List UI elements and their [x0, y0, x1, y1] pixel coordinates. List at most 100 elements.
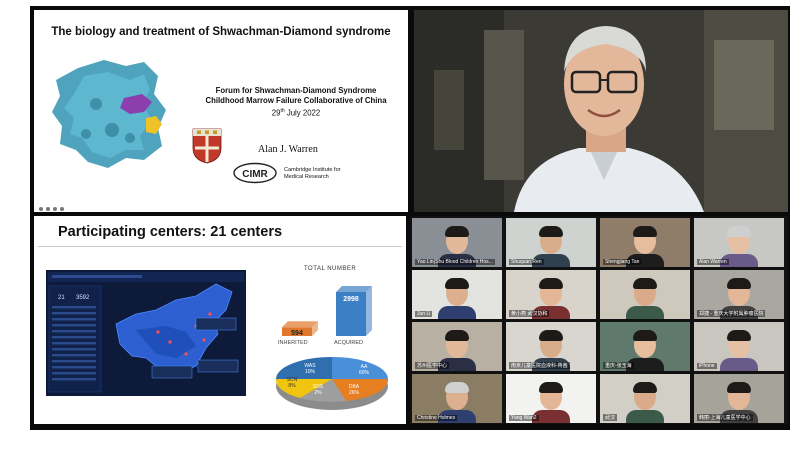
- participant-tile[interactable]: 重庆-张玉海: [600, 322, 690, 371]
- title-divider: [38, 246, 402, 247]
- participant-name: Yao Lin(Shu Blood Children Hos...: [415, 259, 495, 265]
- shared-slide-title: The biology and treatment of Shwachman-D…: [34, 10, 408, 212]
- participant-body: [438, 254, 476, 267]
- pie-slice-was: [276, 357, 332, 379]
- bar-top-1: [336, 286, 372, 292]
- bar-side-0: [312, 321, 318, 336]
- participant-body: [626, 358, 664, 371]
- participant-hair: [633, 382, 657, 393]
- participant-body: [720, 358, 758, 371]
- date-suffix: th: [280, 108, 285, 114]
- pie-slice-dba: [332, 379, 389, 401]
- participant-name: Christine Holmes: [415, 415, 458, 421]
- participant-hair: [633, 226, 657, 237]
- china-map-dashboard: 21 3592: [46, 270, 246, 396]
- cimr-name-line-2: Medical Research: [284, 174, 329, 180]
- forum-line-1: Forum for Shwachman-Diamond Syndrome: [215, 86, 377, 95]
- participant-tile[interactable]: 苏州医学中心: [412, 322, 502, 371]
- participant-hair: [539, 226, 563, 237]
- active-speaker-video[interactable]: [414, 10, 788, 212]
- participant-tile[interactable]: Yang Wan2: [506, 374, 596, 423]
- participant-body: [626, 254, 664, 267]
- bar-top-0: [282, 321, 318, 328]
- bar-value-label-inherited: 594: [291, 330, 303, 337]
- slide-title: Participating centers: 21 centers: [58, 224, 283, 240]
- participant-name: 苏州医学中心: [415, 362, 450, 369]
- total-number-label: TOTAL NUMBER: [304, 266, 357, 272]
- pie-slice-scn: [275, 379, 332, 398]
- participant-tile[interactable]: iPhone: [694, 322, 784, 371]
- acquired-label: ACQUIRED: [334, 340, 364, 346]
- participant-name: 武汉: [603, 414, 618, 421]
- pie-pct-was: 10%: [305, 369, 316, 375]
- ribosome-structure-image: [52, 60, 166, 168]
- participant-hair: [445, 330, 469, 341]
- pie-label-aa: AA: [361, 364, 368, 370]
- participant-name: 南京儿童医院血液科-蒋茜: [509, 362, 570, 369]
- participant-hair: [727, 278, 751, 289]
- participant-name: 韩丽-上海儿童医学中心: [697, 414, 753, 421]
- diagnosis-pie-chart: AA 60% DBA 26% SDS 2% SCN 8% WAS 10%: [275, 357, 389, 410]
- participant-body: [532, 410, 570, 423]
- participant-tile[interactable]: Christine Holmes: [412, 374, 502, 423]
- participant-tile[interactable]: Yao Lin(Shu Blood Children Hos...: [412, 218, 502, 267]
- participant-tile[interactable]: 南京儿童医院血液科-蒋茜: [506, 322, 596, 371]
- participant-hair: [539, 278, 563, 289]
- forum-date: 29th July 2022: [184, 106, 408, 119]
- inherited-label: INHERITED: [278, 340, 308, 346]
- cimr-logo-text: CIMR: [242, 169, 268, 180]
- participant-tile[interactable]: [600, 270, 690, 319]
- shared-slide-centers: Participating centers: 21 centers 21 359…: [34, 216, 406, 424]
- participant-tile[interactable]: Jun Li: [412, 270, 502, 319]
- participant-name: Shengjiang Tan: [603, 259, 642, 265]
- participant-body: [532, 358, 570, 371]
- participant-tile[interactable]: Alan Warren: [694, 218, 784, 267]
- pie-label-scn: SCN: [287, 377, 298, 383]
- participant-tile[interactable]: 郑捷 - 重庆大学附属肿瘤医院: [694, 270, 784, 319]
- university-crest-icon: [192, 128, 222, 164]
- participant-tile[interactable]: Shuquan Ren: [506, 218, 596, 267]
- bar-side-1: [366, 286, 372, 336]
- participant-body: [720, 410, 758, 423]
- participant-tile[interactable]: Shengjiang Tan: [600, 218, 690, 267]
- slide-control-bar[interactable]: [38, 206, 66, 214]
- participant-body: [720, 306, 758, 319]
- speaker-name: Alan J. Warren: [258, 144, 318, 155]
- participant-hair: [445, 382, 469, 393]
- speaker-video-frame: [414, 10, 788, 212]
- participant-body: [720, 254, 758, 267]
- pie-slice-sds: [300, 379, 346, 402]
- slide-control-icons[interactable]: [38, 206, 66, 212]
- participant-hair: [727, 382, 751, 393]
- participant-hair: [633, 278, 657, 289]
- cimr-name: Cambridge Institute for Medical Research: [284, 167, 384, 181]
- participant-hair: [539, 330, 563, 341]
- pie-pct-scn: 8%: [288, 383, 296, 389]
- date-day: 29: [271, 108, 281, 118]
- participant-name: Jun Li: [415, 311, 433, 317]
- forum-line-2: Childhood Marrow Failure Collaborative o…: [205, 96, 387, 105]
- date-month-year: July 2022: [284, 108, 321, 118]
- participant-tile[interactable]: 黄小燕 武汉协和: [506, 270, 596, 319]
- participant-tile[interactable]: 韩丽-上海儿童医学中心: [694, 374, 784, 423]
- participant-body: [438, 358, 476, 371]
- bar-inherited: [282, 327, 312, 336]
- participant-name: 黄小燕 武汉协和: [509, 310, 550, 317]
- participant-name: Alan Warren: [697, 259, 729, 265]
- participant-body: [626, 410, 664, 423]
- china-map-image: 21 3592: [46, 270, 246, 396]
- participant-name: 郑捷 - 重庆大学附属肿瘤医院: [697, 310, 766, 317]
- pie-label-dba: DBA: [349, 384, 360, 390]
- participant-name: Shuquan Ren: [509, 259, 544, 265]
- participant-gallery: Yao Lin(Shu Blood Children Hos... Shuquan…: [410, 216, 788, 424]
- forum-info: Forum for Shwachman-Diamond Syndrome Chi…: [184, 86, 408, 119]
- participant-hair: [633, 330, 657, 341]
- cimr-name-line-1: Cambridge Institute for: [284, 167, 341, 173]
- participant-body: [532, 306, 570, 319]
- participant-tile[interactable]: 武汉: [600, 374, 690, 423]
- participant-name: Yang Wan2: [509, 415, 539, 421]
- pie-pct-sds: 2%: [314, 390, 322, 396]
- cimr-logo: CIMR: [233, 162, 277, 184]
- participant-body: [438, 410, 476, 423]
